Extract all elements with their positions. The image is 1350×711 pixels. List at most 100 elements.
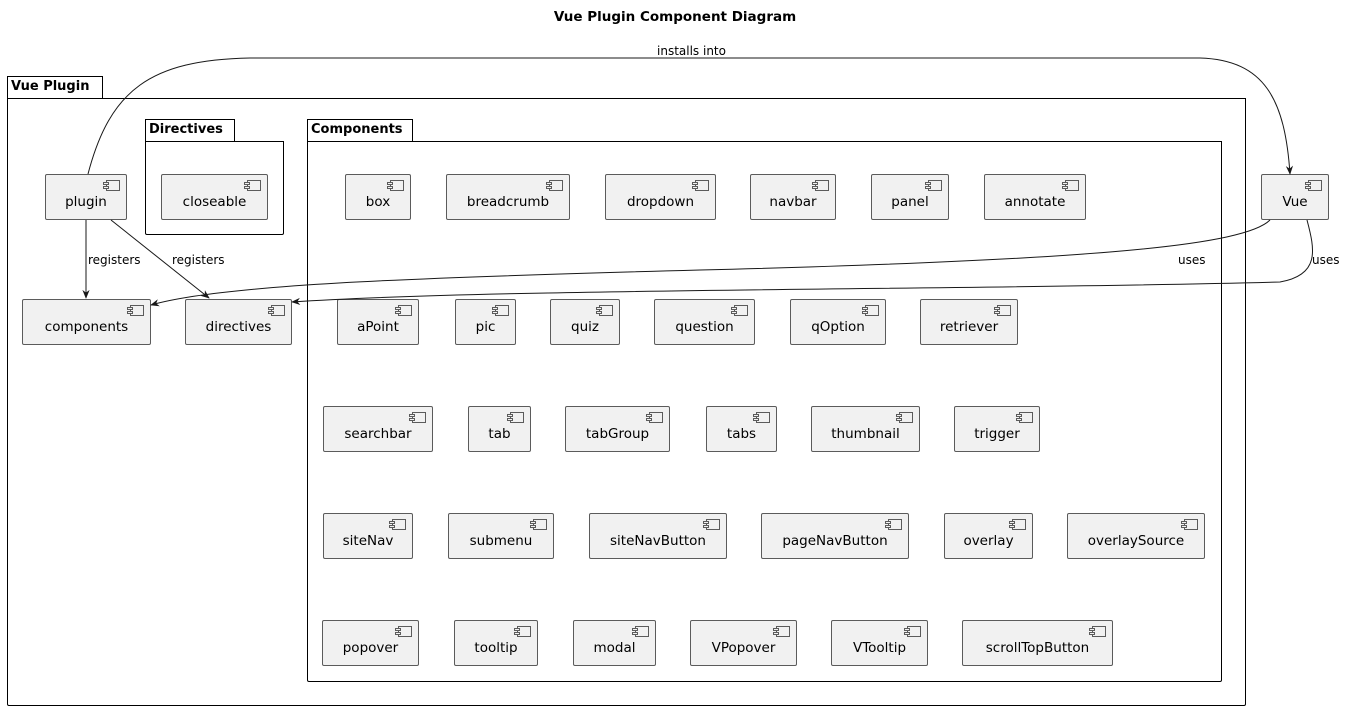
component-quiz[interactable]: quiz [550, 299, 620, 345]
component-icon [753, 412, 770, 423]
component-tab[interactable]: tab [468, 406, 531, 452]
node-label: overlaySource [1087, 533, 1185, 549]
component-pagenavbutton[interactable]: pageNavButton [761, 513, 909, 559]
component-icon [896, 412, 913, 423]
component-trigger[interactable]: trigger [954, 406, 1040, 452]
node-label: question [675, 319, 734, 335]
node-plugin[interactable]: plugin [45, 174, 127, 220]
node-label: quiz [571, 319, 599, 335]
node-directives[interactable]: directives [185, 299, 292, 345]
component-searchbar[interactable]: searchbar [323, 406, 433, 452]
node-label: pageNavButton [782, 533, 888, 549]
node-label: navbar [769, 194, 817, 210]
component-popover[interactable]: popover [322, 620, 419, 666]
edge-uses-components [150, 219, 1271, 307]
node-label: tooltip [474, 640, 518, 656]
node-label: closeable [182, 194, 247, 210]
component-icon [925, 180, 942, 191]
node-label: VPopover [711, 640, 776, 656]
component-sitenavbutton[interactable]: siteNavButton [589, 513, 727, 559]
component-dropdown[interactable]: dropdown [605, 174, 716, 220]
node-label: submenu [469, 533, 533, 549]
diagram-title: Vue Plugin Component Diagram [553, 9, 797, 25]
component-icon [1062, 180, 1079, 191]
component-icon [395, 305, 412, 316]
component-icon [731, 305, 748, 316]
edge-installs-into [87, 57, 1294, 175]
node-label: popover [342, 640, 399, 656]
component-icon [492, 305, 509, 316]
edge-label-uses-directives: uses [1312, 253, 1340, 267]
component-tooltip[interactable]: tooltip [454, 620, 538, 666]
component-qoption[interactable]: qOption [790, 299, 886, 345]
node-label: thumbnail [831, 426, 900, 442]
component-pic[interactable]: pic [455, 299, 516, 345]
node-label: directives [205, 319, 272, 335]
edge-label-registers-components: registers [88, 253, 141, 267]
component-icon [387, 180, 404, 191]
node-label: box [365, 194, 391, 210]
component-tabgroup[interactable]: tabGroup [565, 406, 670, 452]
component-overlay[interactable]: overlay [944, 513, 1033, 559]
edge-registers-directives [110, 219, 210, 299]
component-icon [812, 180, 829, 191]
component-navbar[interactable]: navbar [750, 174, 836, 220]
node-label: tabGroup [585, 426, 650, 442]
component-thumbnail[interactable]: thumbnail [811, 406, 920, 452]
edge-label-uses-components: uses [1178, 253, 1206, 267]
node-label: plugin [65, 194, 107, 210]
package-tab-vue-plugin: Vue Plugin [7, 76, 103, 99]
component-icon [530, 519, 547, 530]
node-label: annotate [1004, 194, 1066, 210]
component-annotate[interactable]: annotate [984, 174, 1086, 220]
component-icon [1009, 519, 1026, 530]
component-box[interactable]: box [345, 174, 411, 220]
node-closeable[interactable]: closeable [161, 174, 268, 220]
component-apoint[interactable]: aPoint [337, 299, 419, 345]
component-icon [703, 519, 720, 530]
component-tabs[interactable]: tabs [706, 406, 777, 452]
component-panel[interactable]: panel [871, 174, 949, 220]
component-icon [596, 305, 613, 316]
node-label: trigger [974, 426, 1020, 442]
component-modal[interactable]: modal [573, 620, 656, 666]
node-label: retriever [939, 319, 999, 335]
component-vpopover[interactable]: VPopover [690, 620, 797, 666]
node-label: qOption [811, 319, 865, 335]
component-icon [904, 626, 921, 637]
node-label: Vue [1282, 194, 1308, 210]
component-breadcrumb[interactable]: breadcrumb [446, 174, 570, 220]
component-submenu[interactable]: submenu [448, 513, 554, 559]
component-icon [409, 412, 426, 423]
component-icon [646, 412, 663, 423]
component-overlaysource[interactable]: overlaySource [1067, 513, 1205, 559]
node-label: panel [891, 194, 929, 210]
node-label: dropdown [626, 194, 695, 210]
component-icon [268, 305, 285, 316]
edge-label-installs-into: installs into [657, 44, 726, 58]
node-label: searchbar [344, 426, 412, 442]
component-icon [507, 412, 524, 423]
component-retriever[interactable]: retriever [920, 299, 1018, 345]
component-icon [389, 519, 406, 530]
component-icon [994, 305, 1011, 316]
package-directives [145, 141, 284, 235]
component-question[interactable]: question [654, 299, 755, 345]
node-components[interactable]: components [22, 299, 151, 345]
component-icon [103, 180, 120, 191]
package-vue-plugin [7, 98, 1246, 706]
package-tab-directives: Directives [145, 119, 235, 142]
component-icon [1181, 519, 1198, 530]
node-label: scrollTopButton [985, 640, 1090, 656]
node-label: overlay [963, 533, 1014, 549]
node-vue[interactable]: Vue [1261, 174, 1329, 220]
component-icon [546, 180, 563, 191]
component-scrolltopbutton[interactable]: scrollTopButton [962, 620, 1113, 666]
node-label: aPoint [357, 319, 399, 335]
component-sitenav[interactable]: siteNav [323, 513, 413, 559]
component-vtooltip[interactable]: VTooltip [831, 620, 928, 666]
component-icon [773, 626, 790, 637]
package-components [307, 141, 1222, 682]
component-icon [395, 626, 412, 637]
